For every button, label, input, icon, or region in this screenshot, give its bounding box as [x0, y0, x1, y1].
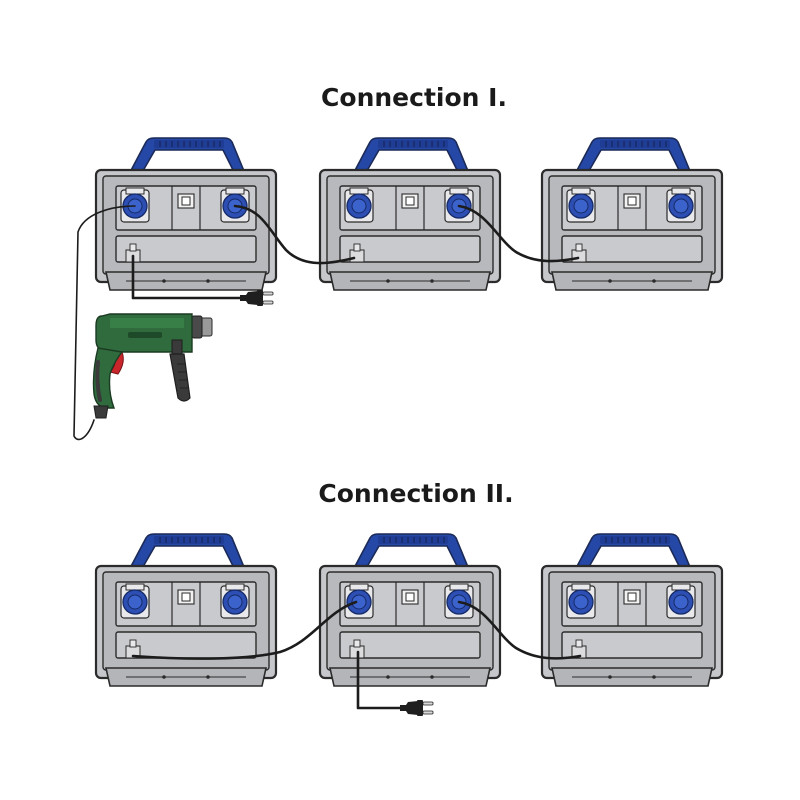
link-cable-1bc	[457, 204, 580, 263]
power-station-unit-1a	[94, 136, 278, 292]
power-plug-1	[239, 289, 274, 307]
power-station-unit-2b	[318, 532, 502, 688]
power-station-unit-1c	[540, 136, 724, 292]
link-cable-2ab	[131, 600, 358, 660]
power-plug-2	[399, 699, 434, 717]
mains-cable-1	[131, 254, 242, 300]
power-drill-icon	[92, 313, 213, 419]
power-station-unit-2c	[540, 532, 724, 688]
power-station-unit-2a	[94, 532, 278, 688]
connection-2-title: Connection II.	[318, 479, 513, 508]
power-station-unit-1b	[318, 136, 502, 292]
connection-1-title: Connection I.	[321, 83, 507, 112]
connection-1-group	[73, 136, 724, 441]
link-cable-2bc	[457, 600, 582, 660]
drill-cable	[73, 205, 136, 441]
mains-cable-2	[356, 650, 402, 710]
connection-2-group	[94, 532, 724, 717]
link-cable-1ab	[233, 204, 356, 265]
